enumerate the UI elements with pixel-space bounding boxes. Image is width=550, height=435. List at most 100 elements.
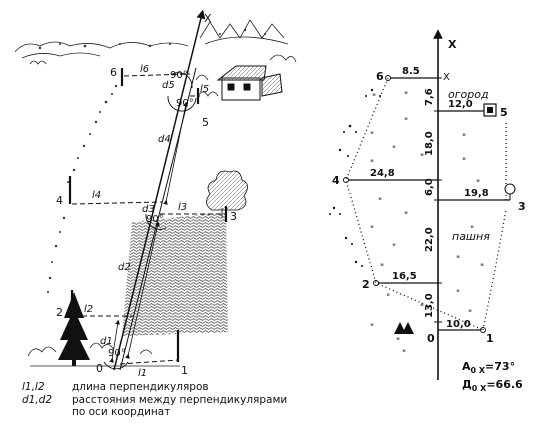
svg-text:": " [470,225,474,235]
svg-text:": " [420,153,424,163]
distance-symbol: Д [462,378,472,392]
svg-text:": " [402,349,406,359]
axis-value-5: 7,6 [424,88,435,106]
distance-sub: 0 X [471,384,487,394]
svg-text:": " [480,263,484,273]
axis-value-3: 6,0 [424,178,435,196]
perp-value-3: 19,8 [464,188,489,199]
perp-value-5: 12,0 [448,99,473,110]
right-plan: """ """ """ """ """ """ """ """ " X X 0 … [329,29,526,380]
axis-x-label-right: X [448,38,457,51]
perp-value-4: 24,8 [370,168,395,179]
svg-text:": " [378,197,382,207]
legend-symbol: l1,l2 [22,381,45,393]
svg-text:": " [370,225,374,235]
legend-row: d1,d2 расстояния между перпендикулярами [22,394,287,407]
axis-x-label-left: X [204,12,212,25]
dist-label-d5: d5 [162,80,175,91]
axis-value-2: 22,0 [424,227,435,252]
svg-text:": " [392,145,396,155]
axis-value-4: 18,0 [424,131,435,156]
perp-label-l3: l3 [178,202,187,213]
point-label-3: 3 [230,210,237,223]
svg-text:": " [468,309,472,319]
legend: l1,l2 длина перпендикуляров d1,d2 рассто… [22,381,287,419]
dist-label-d3: d3 [142,204,155,215]
svg-text:": " [404,91,408,101]
forest-texture [38,28,266,50]
survey-points [343,75,486,333]
point-label-6: 6 [110,66,117,79]
point-label-4: 4 [56,194,63,207]
house-icon [216,65,283,101]
dist-label-d2: d2 [118,262,131,273]
svg-text:": " [404,211,408,221]
origin-label-right: 0 [427,332,435,345]
shrubs-right [195,54,297,97]
point-label-right-6: 6 [376,70,384,83]
azimuth-symbol: A [462,360,471,373]
distance-line: Д0 X=66.6 [462,378,523,396]
house-icon-right [483,103,497,117]
grass-marks: """ """ """ """ """ """ """ """ " [370,91,484,359]
point-label-1: 1 [181,364,188,377]
legend-row: l1,l2 длина перпендикуляров [22,381,287,394]
svg-text:": " [456,289,460,299]
angle-label-3: 90° [146,214,164,225]
angle-label-4: 90° [108,348,126,359]
distance-arrows [109,101,188,363]
conifer-icon-right [394,322,414,334]
perp-label-l4: l4 [92,190,101,201]
perp-label-l6: l6 [140,64,149,75]
svg-text:": " [370,323,374,333]
svg-text:": " [476,179,480,189]
fir-tree-icon [58,292,90,366]
svg-text:": " [420,303,424,313]
shrub-dots-right [329,88,381,267]
perp-value-6: 8.5 [402,66,420,77]
legend-row: по оси координат [22,406,287,419]
axis-value-1: 13,0 [424,293,435,318]
azimuth-value: =73° [485,360,516,373]
angle-label-2: 90° [176,98,194,109]
legend-text: длина перпендикуляров [72,381,209,393]
perp-label-l5: l5 [200,84,209,95]
point-label-2: 2 [56,306,63,319]
point-label-right-1: 1 [486,332,494,345]
legend-symbol: d1,d2 [22,393,53,406]
svg-text:": " [462,157,466,167]
stakes [68,68,228,362]
tree-icon-right [504,183,516,200]
point-label-right-5: 5 [500,106,508,119]
svg-text:": " [386,293,390,303]
azimuth-block: A0 X=73° Д0 X=66.6 [462,360,523,396]
axis-x1-label-right: X [443,72,450,83]
point-label-5: 5 [202,116,209,129]
svg-text:": " [404,117,408,127]
area-label-field: пашня [452,230,490,243]
origin-label-left: 0 [96,362,103,375]
point-label-right-4: 4 [332,174,340,187]
svg-text:": " [392,243,396,253]
tree-icon [206,170,248,218]
angle-label-1: 90° [170,70,188,81]
legend-text: расстояния между перпендикулярами [72,393,288,406]
boundary-dotted [345,77,507,331]
svg-text:": " [372,93,376,103]
hedge-left [47,84,118,293]
perp-value-1: 10,0 [446,319,471,330]
perp-label-l2: l2 [84,304,93,315]
svg-text:": " [396,337,400,347]
dist-label-d1: d1 [100,336,113,347]
legend-text: по оси координат [72,406,171,418]
area-label-garden: огород [448,88,489,101]
dist-label-d4: d4 [158,134,171,145]
azimuth-line: A0 X=73° [462,360,523,378]
azimuth-sub: 0 X [470,366,486,376]
perp-label-l1: l1 [138,368,147,379]
perp-value-2: 16,5 [392,271,417,282]
forest-horizon [14,19,289,65]
point-label-right-3: 3 [518,200,526,213]
svg-text:": " [370,159,374,169]
